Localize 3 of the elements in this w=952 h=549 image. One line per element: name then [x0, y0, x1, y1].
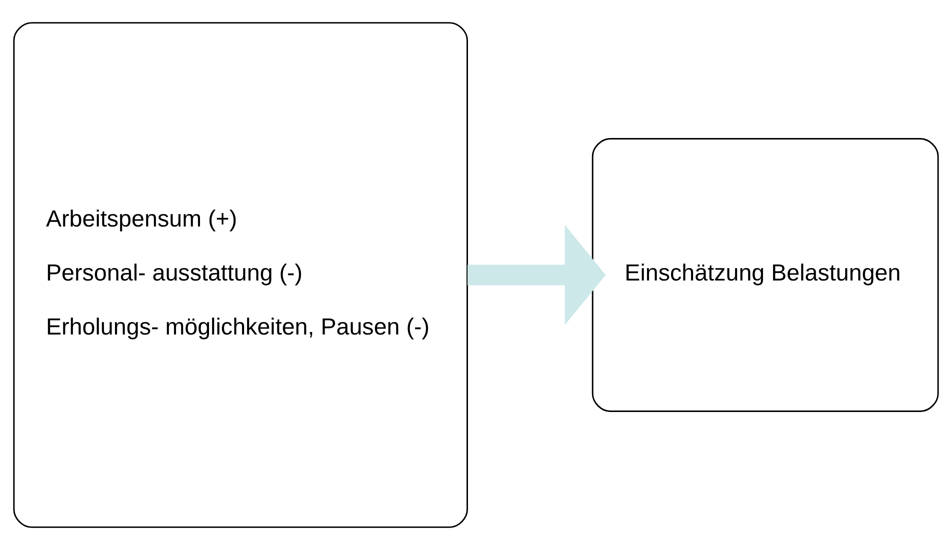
node-box: Einschätzung Belastungen [592, 137, 939, 412]
node-box: Arbeitspensum (+) Personal- ausstattung (-) Erholungs- möglichkeiten, Pausen (-) [13, 22, 468, 528]
arrow [468, 224, 606, 325]
